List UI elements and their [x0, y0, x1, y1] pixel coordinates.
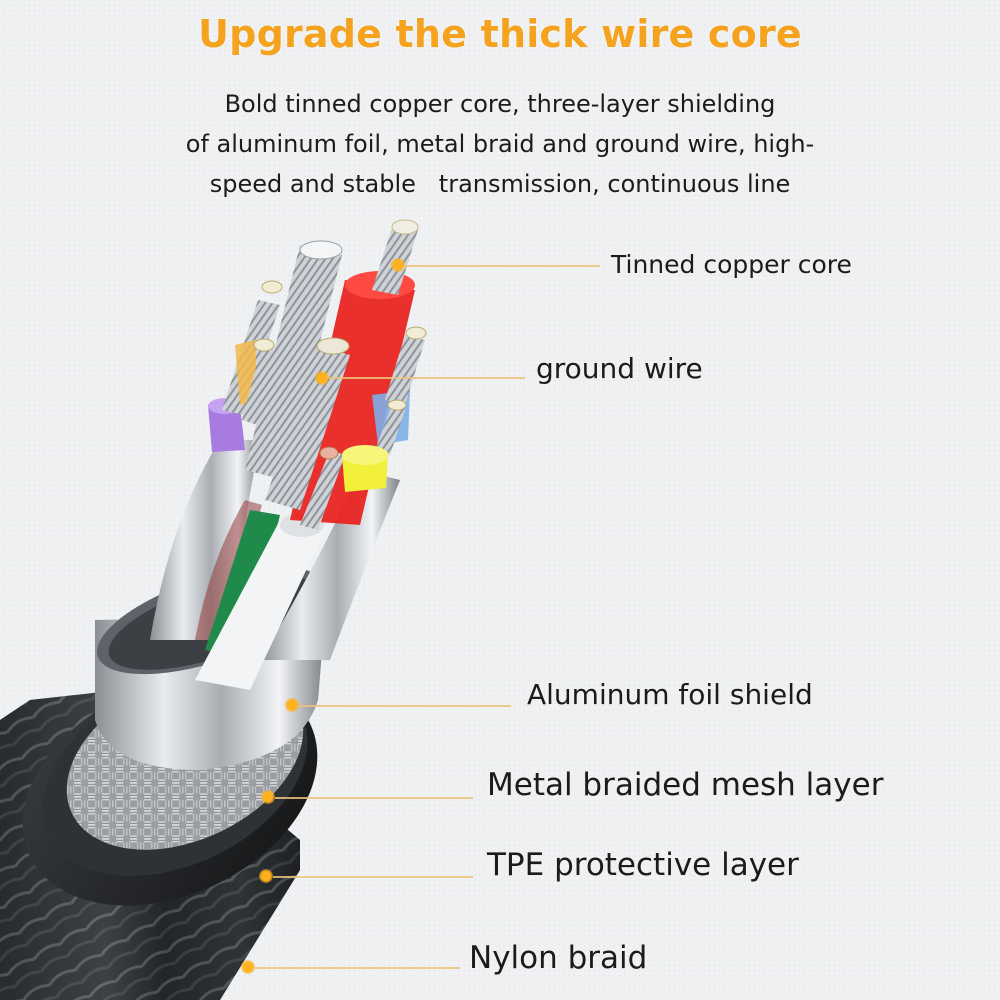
- description-line-2: of aluminum foil, metal braid and ground…: [185, 130, 815, 158]
- callout-dot-tinned-copper-core: [391, 258, 405, 272]
- callout-line-tinned-copper-core: [405, 265, 600, 267]
- yellow-wire: [342, 445, 388, 492]
- callout-line-nylon-braid: [255, 967, 460, 969]
- callout-dot-aluminum-foil: [285, 698, 299, 712]
- callout-dot-nylon-braid: [241, 960, 255, 974]
- green-wire: [205, 510, 280, 660]
- description-line-3: speed and stable transmission, continuou…: [209, 170, 791, 198]
- callout-line-ground-wire: [329, 377, 525, 379]
- blue-wire: [372, 326, 427, 455]
- white-wire: [195, 520, 325, 690]
- callout-label-aluminum-foil-shield: Aluminum foil shield: [527, 678, 813, 711]
- callout-dot-tpe-layer: [259, 869, 273, 883]
- description-line-1: Bold tinned copper core, three-layer shi…: [224, 90, 776, 118]
- callout-line-metal-braid: [275, 797, 473, 799]
- callout-label-tpe-protective-layer: TPE protective layer: [487, 847, 799, 883]
- description: Bold tinned copper core, three-layer shi…: [0, 84, 1000, 204]
- callout-line-tpe-layer: [273, 876, 473, 878]
- page-title: Upgrade the thick wire core: [198, 12, 802, 56]
- callout-dot-ground-wire: [315, 371, 329, 385]
- orange-wire: [235, 338, 280, 425]
- callout-dot-metal-braid: [261, 790, 275, 804]
- callout-line-aluminum-foil: [299, 705, 511, 707]
- ground-wire-strand: [265, 337, 350, 530]
- callout-label-metal-braided-mesh: Metal braided mesh layer: [487, 767, 884, 803]
- callout-label-ground-wire: ground wire: [536, 352, 703, 385]
- callout-label-nylon-braid: Nylon braid: [469, 940, 648, 976]
- callout-label-tinned-copper-core: Tinned copper core: [611, 250, 852, 279]
